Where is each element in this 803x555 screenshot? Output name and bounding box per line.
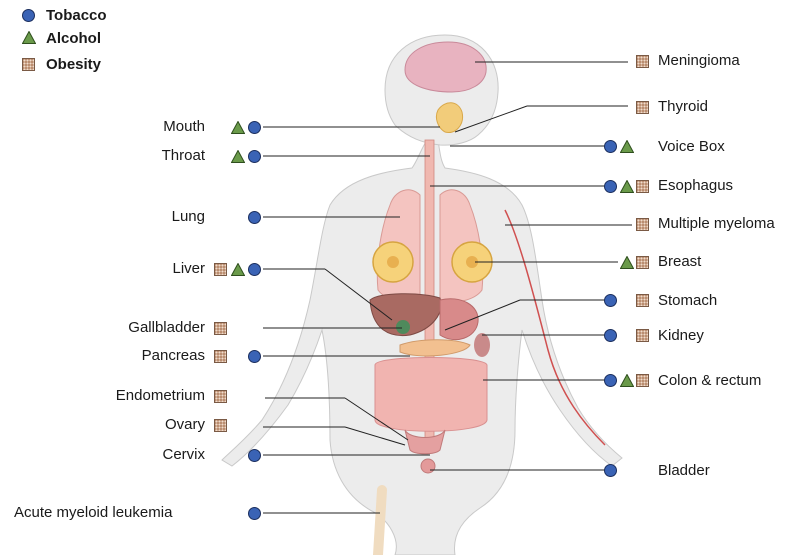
stomach-tobacco-icon — [604, 294, 617, 307]
label-liver: Liver — [172, 260, 205, 278]
label-throat: Throat — [162, 147, 205, 165]
label-endometrium: Endometrium — [116, 387, 205, 405]
colon-alcohol-icon — [620, 374, 634, 387]
esophagus-alcohol-icon — [620, 180, 634, 193]
legend-alcohol-label: Alcohol — [46, 30, 101, 48]
stomach-obesity-icon — [636, 294, 649, 307]
breast-alcohol-icon — [620, 256, 634, 269]
label-mouth: Mouth — [163, 118, 205, 136]
liver-alcohol-icon — [231, 263, 245, 276]
brain — [405, 42, 486, 92]
label-colon: Colon & rectum — [658, 372, 761, 390]
lung-tobacco-icon — [248, 211, 261, 224]
liver-obesity-icon — [214, 263, 227, 276]
esophagus-tobacco-icon — [604, 180, 617, 193]
label-cervix: Cervix — [162, 446, 205, 464]
label-ovary: Ovary — [165, 416, 205, 434]
mouth-tobacco-icon — [248, 121, 261, 134]
thyroid — [436, 103, 462, 133]
esophagus-obesity-icon — [636, 180, 649, 193]
pancreas-tobacco-icon — [248, 350, 261, 363]
mouth-alcohol-icon — [231, 121, 245, 134]
femur — [378, 490, 382, 555]
meningioma-obesity-icon — [636, 55, 649, 68]
label-bladder: Bladder — [658, 462, 710, 480]
thyroid-obesity-icon — [636, 101, 649, 114]
label-kidney: Kidney — [658, 327, 704, 345]
breast-obesity-icon — [636, 256, 649, 269]
legend-alcohol-icon — [22, 31, 36, 44]
legend-tobacco-icon — [22, 9, 35, 22]
throat-alcohol-icon — [231, 150, 245, 163]
bladder — [421, 459, 435, 473]
intestines — [375, 358, 487, 432]
aml-tobacco-icon — [248, 507, 261, 520]
label-thyroid: Thyroid — [658, 98, 708, 116]
legend-obesity-label: Obesity — [46, 56, 101, 74]
bladder-tobacco-icon — [604, 464, 617, 477]
voicebox-alcohol-icon — [620, 140, 634, 153]
pancreas-obesity-icon — [214, 350, 227, 363]
legend-tobacco-label: Tobacco — [46, 7, 107, 25]
throat-tobacco-icon — [248, 150, 261, 163]
endometrium-obesity-icon — [214, 390, 227, 403]
kidney-obesity-icon — [636, 329, 649, 342]
label-lung: Lung — [172, 208, 205, 226]
label-aml: Acute myeloid leukemia — [14, 504, 172, 522]
label-breast: Breast — [658, 253, 701, 271]
voicebox-tobacco-icon — [604, 140, 617, 153]
label-gallbladder: Gallbladder — [128, 319, 205, 337]
label-voicebox: Voice Box — [658, 138, 725, 156]
liver-tobacco-icon — [248, 263, 261, 276]
label-stomach: Stomach — [658, 292, 717, 310]
gallbladder — [396, 320, 410, 334]
label-myeloma: Multiple myeloma — [658, 215, 775, 233]
legend-obesity-icon — [22, 58, 35, 71]
colon-tobacco-icon — [604, 374, 617, 387]
label-esophagus: Esophagus — [658, 177, 733, 195]
label-pancreas: Pancreas — [142, 347, 205, 365]
label-meningioma: Meningioma — [658, 52, 740, 70]
cervix-tobacco-icon — [248, 449, 261, 462]
ovary-obesity-icon — [214, 419, 227, 432]
myeloma-obesity-icon — [636, 218, 649, 231]
gallbladder-obesity-icon — [214, 322, 227, 335]
kidney-tobacco-icon — [604, 329, 617, 342]
kidney — [474, 333, 490, 357]
colon-obesity-icon — [636, 374, 649, 387]
